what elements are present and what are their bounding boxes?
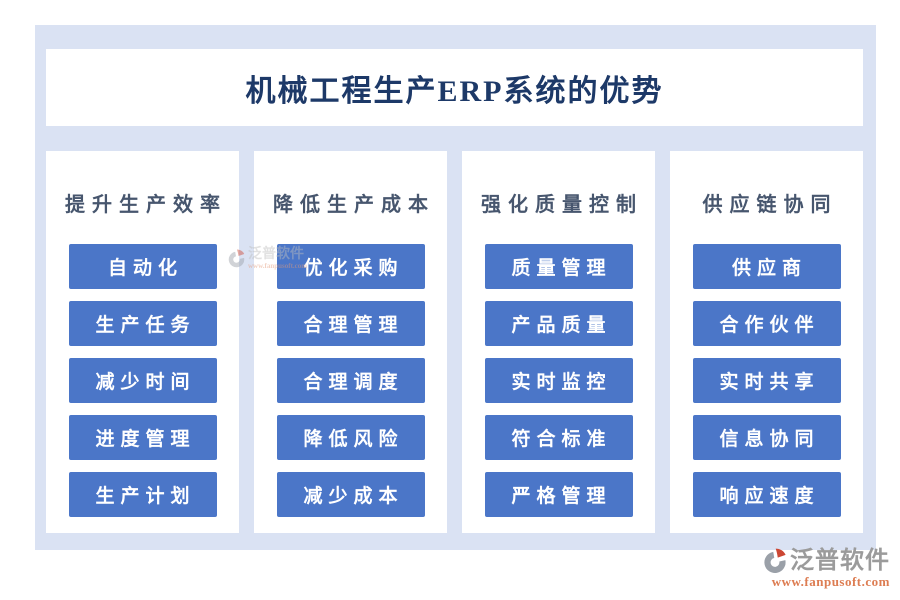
column-header: 提升生产效率 [65, 194, 227, 216]
advantage-chip[interactable]: 生产任务 [68, 301, 217, 346]
content-panel: 机械工程生产ERP系统的优势 提升生产效率 自动化 生产任务 减少时间 进度管理… [35, 25, 876, 550]
advantage-chip[interactable]: 产品质量 [484, 301, 633, 346]
advantage-chip[interactable]: 信息协同 [692, 415, 841, 460]
advantage-chip[interactable]: 质量管理 [484, 244, 633, 289]
page-title: 机械工程生产ERP系统的优势 [245, 74, 664, 108]
advantage-chip[interactable]: 合理管理 [276, 301, 425, 346]
fanpu-swirl-icon [764, 548, 786, 573]
advantage-chip[interactable]: 响应速度 [692, 472, 841, 517]
advantage-chip[interactable]: 符合标准 [484, 415, 633, 460]
column-card-cost: 降低生产成本 优化采购 合理管理 合理调度 降低风险 减少成本 [254, 151, 447, 533]
column-header: 供应链协同 [702, 194, 838, 216]
advantage-chip[interactable]: 实时监控 [484, 358, 633, 403]
advantage-chip[interactable]: 生产计划 [68, 472, 217, 517]
advantage-chip[interactable]: 减少时间 [68, 358, 217, 403]
title-card: 机械工程生产ERP系统的优势 [46, 49, 863, 126]
column-card-quality: 强化质量控制 质量管理 产品质量 实时监控 符合标准 严格管理 [462, 151, 655, 533]
advantage-chip[interactable]: 合作伙伴 [692, 301, 841, 346]
advantage-chip[interactable]: 供应商 [692, 244, 841, 289]
columns-row: 提升生产效率 自动化 生产任务 减少时间 进度管理 生产计划 降低生产成本 优化… [46, 151, 863, 533]
brand-logo: 泛普软件 www.fanpusoft.com [763, 548, 890, 589]
advantage-chip[interactable]: 优化采购 [276, 244, 425, 289]
advantage-chip[interactable]: 严格管理 [484, 472, 633, 517]
advantage-chip[interactable]: 自动化 [68, 244, 217, 289]
advantage-chip[interactable]: 降低风险 [276, 415, 425, 460]
brand-logo-text: 泛普软件 [790, 548, 890, 574]
column-header: 降低生产成本 [273, 194, 435, 216]
advantage-chip[interactable]: 实时共享 [692, 358, 841, 403]
advantage-chip[interactable]: 减少成本 [276, 472, 425, 517]
brand-website-link[interactable]: www.fanpusoft.com [771, 574, 890, 589]
column-card-supply-chain: 供应链协同 供应商 合作伙伴 实时共享 信息协同 响应速度 [670, 151, 863, 533]
column-card-efficiency: 提升生产效率 自动化 生产任务 减少时间 进度管理 生产计划 [46, 151, 239, 533]
advantage-chip[interactable]: 合理调度 [276, 358, 425, 403]
column-header: 强化质量控制 [481, 194, 643, 216]
advantage-chip[interactable]: 进度管理 [68, 415, 217, 460]
